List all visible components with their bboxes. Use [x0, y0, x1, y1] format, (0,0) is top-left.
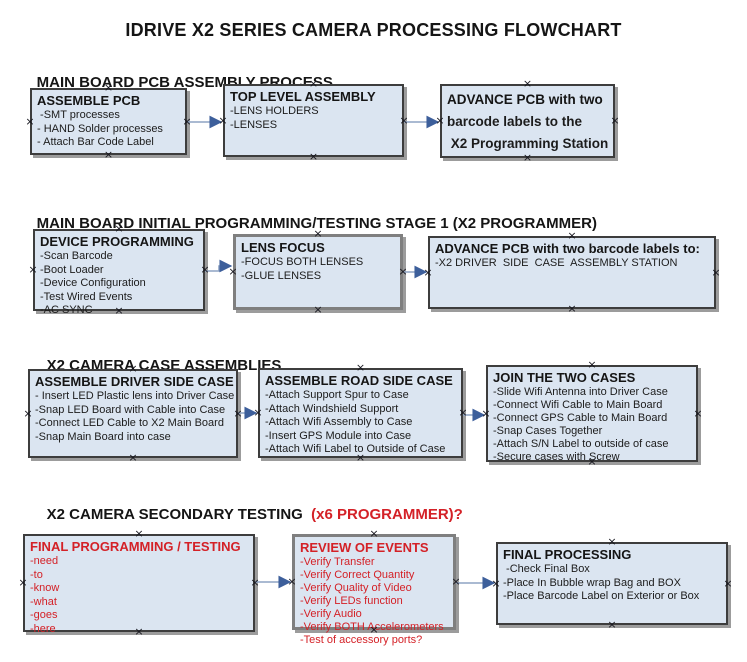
box-item: -Verify Correct Quantity	[300, 569, 415, 581]
box-item: -Attach Windshield Support	[265, 402, 399, 415]
box-item: -Insert GPS Module into Case	[265, 429, 412, 442]
box-item: -Place In Bubble wrap Bag and BOX	[503, 576, 681, 589]
box-item: -need	[30, 555, 59, 567]
box-item: -here	[30, 622, 56, 635]
flow-box-final-programming-testing: FINAL PROGRAMMING / TESTING -need-to-kno…	[23, 534, 255, 635]
box-item: -Test of accessory ports?	[300, 634, 423, 646]
flow-box-assemble-pcb: ASSEMBLE PCB -SMT processes- HAND Solder…	[30, 88, 187, 155]
box-item: -Connect Wifi Cable to Main Board	[493, 399, 663, 411]
box-item: X2 Programming Station	[447, 136, 609, 151]
box-item: -Snap LED Board with Cable into Case	[35, 403, 226, 416]
box-item: -Attach Wifi Label to Outside of Case	[265, 443, 446, 455]
flow-box-assemble-road-side-case: ASSEMBLE ROAD SIDE CASE -Attach Support …	[258, 368, 463, 458]
box-item: barcode labels to the	[447, 114, 583, 129]
box-item: -Verify LEDs function	[300, 595, 403, 607]
section-heading-secondary-testing: X2 CAMERA SECONDARY TESTING (x6 PROGRAMM…	[30, 489, 463, 540]
page-title: IDRIVE X2 SERIES CAMERA PROCESSING FLOWC…	[125, 20, 622, 40]
box-item: -Verify Quality of Video	[300, 582, 412, 594]
box-items: barcode labels to the X2 Programming Sta…	[447, 111, 608, 155]
box-items: -Slide Wifi Antenna into Driver Case-Con…	[493, 386, 691, 464]
box-item: -Verify BOTH Accelerometers	[300, 621, 444, 633]
flow-box-top-level-assembly: TOP LEVEL ASSEMBLY -LENS HOLDERS-LENSES	[223, 84, 404, 157]
box-items: -SMT processes- HAND Solder processes- A…	[37, 109, 180, 150]
box-item: -to	[30, 568, 43, 581]
flow-box-assemble-driver-side-case: ASSEMBLE DRIVER SIDE CASE - Insert LED P…	[28, 369, 238, 458]
box-item: -X2 DRIVER SIDE CASE ASSEMBLY STATION	[435, 257, 678, 269]
section-heading-text: MAIN BOARD INITIAL PROGRAMMING/TESTING S…	[36, 215, 597, 232]
box-title: FINAL PROGRAMMING / TESTING	[30, 539, 241, 554]
flow-box-device-programming: DEVICE PROGRAMMING -Scan Barcode-Boot Lo…	[33, 229, 205, 316]
box-item: -Connect GPS Cable to Main Board	[493, 412, 668, 424]
box-item: -know	[30, 582, 60, 594]
box-item: -Attach Support Spur to Case	[265, 389, 409, 401]
box-item: -Attach Wifi Assembly to Case	[265, 416, 413, 428]
box-item: -Device Configuration	[40, 277, 146, 289]
box-title: ASSEMBLE PCB	[37, 93, 141, 108]
box-item: -Verify Audio	[300, 608, 362, 620]
box-item: -AC SYNC	[40, 304, 93, 316]
arrow-device-programming-to-lens-focus	[205, 259, 233, 273]
box-item: -Boot Loader	[40, 263, 104, 276]
flow-box-advance-to-programming-station: ADVANCE PCB with two barcode labels to t…	[440, 84, 615, 158]
box-title: ADVANCE PCB with two barcode labels to:	[435, 241, 700, 256]
box-item: - Attach Bar Code Label	[37, 136, 154, 148]
box-title: LENS FOCUS	[241, 240, 325, 255]
box-title: FINAL PROCESSING	[503, 547, 632, 562]
box-title: ADVANCE PCB with two	[447, 92, 603, 107]
box-item: -Secure cases with Screw	[493, 451, 620, 463]
box-items: -FOCUS BOTH LENSES-GLUE LENSES	[241, 256, 395, 283]
box-items: - Insert LED Plastic lens into Driver Ca…	[35, 390, 235, 444]
box-item: -SMT processes	[37, 109, 120, 121]
box-item: -Place Barcode Label on Exterior or Box	[503, 590, 700, 602]
box-item: -Snap Cases Together	[493, 425, 603, 437]
box-item: -Connect LED Cable to X2 Main Board	[35, 417, 224, 429]
box-item: -Slide Wifi Antenna into Driver Case	[493, 386, 668, 398]
box-items: -X2 DRIVER SIDE CASE ASSEMBLY STATION	[435, 257, 709, 271]
section-heading-initial-programming: MAIN BOARD INITIAL PROGRAMMING/TESTING S…	[20, 198, 597, 249]
box-item: - HAND Solder processes	[37, 122, 163, 135]
box-items: -Check Final Box-Place In Bubble wrap Ba…	[503, 563, 721, 604]
box-item: -Verify Transfer	[300, 556, 375, 568]
box-item: -Attach S/N Label to outside of case	[493, 438, 669, 450]
flow-box-join-the-two-cases: JOIN THE TWO CASES -Slide Wifi Antenna i…	[486, 365, 698, 464]
box-item: - Insert LED Plastic lens into Driver Ca…	[35, 390, 235, 402]
box-item: -LENSES	[230, 118, 278, 131]
flow-box-lens-focus: LENS FOCUS -FOCUS BOTH LENSES-GLUE LENSE…	[233, 234, 403, 310]
box-items: -Scan Barcode-Boot Loader-Device Configu…	[40, 250, 198, 318]
box-item: -goes	[30, 609, 58, 621]
box-title: REVIEW OF EVENTS	[300, 540, 429, 555]
box-items: -need-to-know-what-goes-here	[30, 555, 248, 636]
section-heading-red-suffix: (x6 PROGRAMMER)?	[306, 506, 463, 523]
box-title: ASSEMBLE DRIVER SIDE CASE	[35, 374, 234, 389]
box-item: -Test Wired Events	[40, 290, 133, 303]
box-item: -Scan Barcode	[40, 250, 113, 262]
box-item: -Check Final Box	[503, 563, 590, 575]
box-item: -what	[30, 595, 57, 608]
box-item: -GLUE LENSES	[241, 269, 322, 282]
box-title: ASSEMBLE ROAD SIDE CASE	[265, 373, 453, 388]
box-title: JOIN THE TWO CASES	[493, 370, 636, 385]
box-items: -Verify Transfer-Verify Correct Quantity…	[300, 556, 448, 647]
box-item: -LENS HOLDERS	[230, 105, 319, 117]
flow-box-advance-to-assembly-station: ADVANCE PCB with two barcode labels to: …	[428, 236, 716, 309]
box-item: -Snap Main Board into case	[35, 430, 171, 443]
box-item: -FOCUS BOTH LENSES	[241, 256, 364, 268]
section-heading-text: X2 CAMERA SECONDARY TESTING	[46, 506, 307, 523]
box-title: DEVICE PROGRAMMING	[40, 234, 194, 249]
flow-box-review-of-events: REVIEW OF EVENTS -Verify Transfer-Verify…	[292, 534, 456, 646]
box-items: -Attach Support Spur to Case-Attach Wind…	[265, 389, 456, 457]
box-title: TOP LEVEL ASSEMBLY	[230, 89, 376, 104]
box-items: -LENS HOLDERS-LENSES	[230, 105, 397, 132]
flow-box-final-processing: FINAL PROCESSING -Check Final Box-Place …	[496, 542, 728, 625]
